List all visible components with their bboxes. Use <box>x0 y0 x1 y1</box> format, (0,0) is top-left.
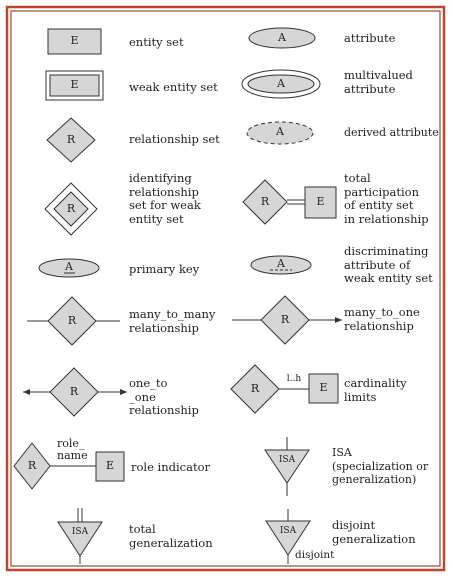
label-total-generalization: total generalization <box>129 522 213 550</box>
label-many-to-many: many_to_many relationship <box>129 307 216 335</box>
many-to-many-symbol: R <box>67 314 77 327</box>
multivalued-outer-ellipse <box>241 69 321 99</box>
total-participation-e-symbol: E <box>316 195 325 208</box>
one-to-one-symbol: R <box>69 385 79 398</box>
weak-entity-symbol: E <box>70 78 79 91</box>
cardinality-entity <box>308 373 339 404</box>
total-participation-r-symbol: R <box>260 195 270 208</box>
primary-key-symbol: A <box>65 260 73 273</box>
many-to-many-diamond <box>47 296 97 346</box>
label-attribute: attribute <box>344 31 396 45</box>
attribute-symbol: A <box>278 31 286 44</box>
derived-attribute-symbol: A <box>276 125 284 138</box>
label-role-indicator: role indicator <box>131 460 211 474</box>
label-discriminating-attribute: discriminating attribute of weak entity … <box>344 244 433 285</box>
role-e-symbol: E <box>105 459 115 472</box>
disjoint-word: disjoint <box>295 549 335 561</box>
label-total-participation: total participation of entity set in rel… <box>344 171 429 226</box>
label-derived-attribute: derived attribute <box>344 126 439 139</box>
label-primary-key: primary key <box>129 262 200 276</box>
label-multivalued-attribute: multivalued attribute <box>344 68 413 96</box>
label-disjoint-generalization: disjoint generalization <box>332 518 416 546</box>
role-diamond <box>13 442 51 490</box>
total-participation-diamond <box>242 179 288 225</box>
attribute-ellipse <box>248 27 316 49</box>
identifying-relationship-inner <box>53 191 89 227</box>
one-to-one-diamond <box>49 367 99 417</box>
primary-key-ellipse <box>38 258 100 278</box>
isa-symbol: ISA <box>278 455 296 465</box>
label-cardinality-limits: cardinality limits <box>344 376 407 404</box>
frame-outer <box>5 5 446 572</box>
label-one-to-one: one_to _one relationship <box>129 376 199 417</box>
role-name-label: role_ name <box>57 437 88 462</box>
many-to-one-diamond <box>260 295 310 345</box>
frame-inner <box>10 10 441 567</box>
weak-entity-outer-rect <box>45 70 104 101</box>
label-many-to-one: many_to_one relationship <box>344 305 420 333</box>
discriminating-symbol: A <box>277 257 285 270</box>
identifying-relationship-outer <box>44 182 98 236</box>
derived-attribute-ellipse <box>246 121 314 145</box>
entity-rect <box>47 28 102 55</box>
label-relationship-set: relationship set <box>129 132 220 146</box>
label-weak-entity-set: weak entity set <box>129 80 218 94</box>
multivalued-symbol: A <box>277 77 285 90</box>
identifying-relationship-symbol: R <box>66 202 76 215</box>
cardinality-r-symbol: R <box>250 382 260 395</box>
role-entity <box>95 451 125 482</box>
total-participation-entity <box>304 186 337 219</box>
label-identifying-relationship: identifying relationship set for weak en… <box>129 171 201 226</box>
role-r-symbol: R <box>27 459 37 472</box>
isa-triangle <box>264 449 310 484</box>
disjoint-isa-symbol: ISA <box>279 526 297 536</box>
discriminating-attribute-ellipse <box>250 255 312 275</box>
disjoint-gen-triangle <box>265 520 311 556</box>
cardinality-e-symbol: E <box>319 381 328 394</box>
cardinality-diamond <box>230 364 280 414</box>
entity-symbol: E <box>70 34 79 47</box>
relationship-symbol: R <box>66 133 76 146</box>
many-to-one-symbol: R <box>280 313 290 326</box>
weak-entity-inner-rect <box>49 74 100 97</box>
multivalued-inner-ellipse <box>247 74 315 94</box>
label-isa: ISA (specialization or generalization) <box>332 446 429 486</box>
relationship-diamond <box>46 117 96 163</box>
cardinality-range-label: l..h <box>286 374 302 384</box>
total-isa-symbol: ISA <box>71 527 89 537</box>
label-entity-set: entity set <box>129 35 184 49</box>
total-gen-triangle <box>57 521 103 557</box>
